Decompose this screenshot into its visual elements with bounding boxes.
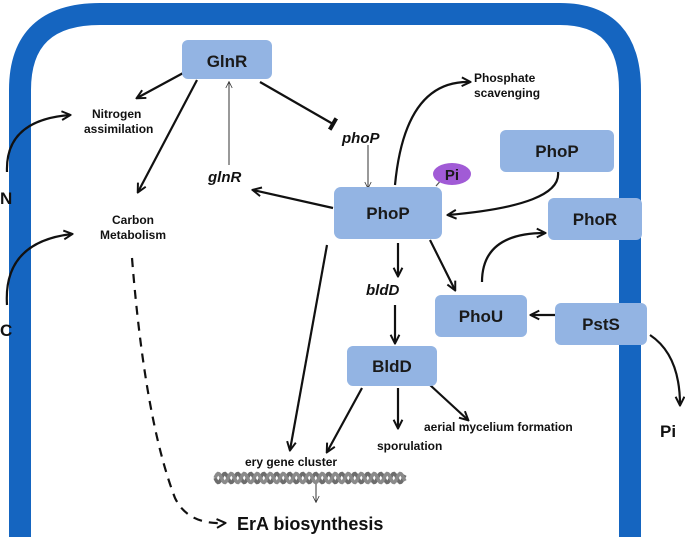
phop-right-label: PhoP: [535, 142, 578, 161]
phor-box: PhoR: [548, 198, 642, 240]
glnr-label: GlnR: [207, 52, 248, 71]
phosphate-label-2: scavenging: [474, 86, 540, 100]
phop-right-box: PhoP: [500, 130, 614, 172]
external-n-label: N: [0, 189, 12, 208]
bldd-label: BldD: [372, 357, 412, 376]
connectors: [5, 71, 680, 523]
bldd-box: BldD: [347, 346, 437, 386]
carbon-label-2: Metabolism: [100, 228, 166, 242]
glnr-box: GlnR: [182, 40, 272, 79]
phou-box: PhoU: [435, 295, 527, 337]
psts-label: PstS: [582, 315, 620, 334]
nitrogen-label-2: assimilation: [84, 122, 153, 136]
dna-helix-icon: [213, 471, 407, 485]
phop-gene-label: phoP: [341, 130, 380, 147]
phor-label: PhoR: [573, 210, 617, 229]
nitrogen-label-1: Nitrogen: [92, 107, 141, 121]
bldd-gene-label: bldD: [366, 282, 399, 299]
sporulation-label: sporulation: [377, 439, 442, 453]
cell-wall: [9, 2, 641, 537]
external-pi-label: Pi: [660, 422, 676, 441]
phop-main-label: PhoP: [366, 204, 409, 223]
era-label: ErA biosynthesis: [237, 514, 383, 534]
carbon-label-1: Carbon: [112, 213, 154, 227]
aerial-label: aerial mycelium formation: [424, 420, 573, 434]
phosphate-bubble-icon: Pi: [433, 163, 471, 187]
psts-box: PstS: [555, 303, 647, 345]
phou-label: PhoU: [459, 307, 503, 326]
phosphate-label-1: Phosphate: [474, 71, 536, 85]
glnr-gene-label: glnR: [207, 169, 241, 186]
ery-cluster-label: ery gene cluster: [245, 455, 337, 469]
phop-main-box: PhoP: [334, 187, 442, 239]
pi-bubble-label: Pi: [445, 167, 459, 184]
external-c-label: C: [0, 321, 12, 340]
